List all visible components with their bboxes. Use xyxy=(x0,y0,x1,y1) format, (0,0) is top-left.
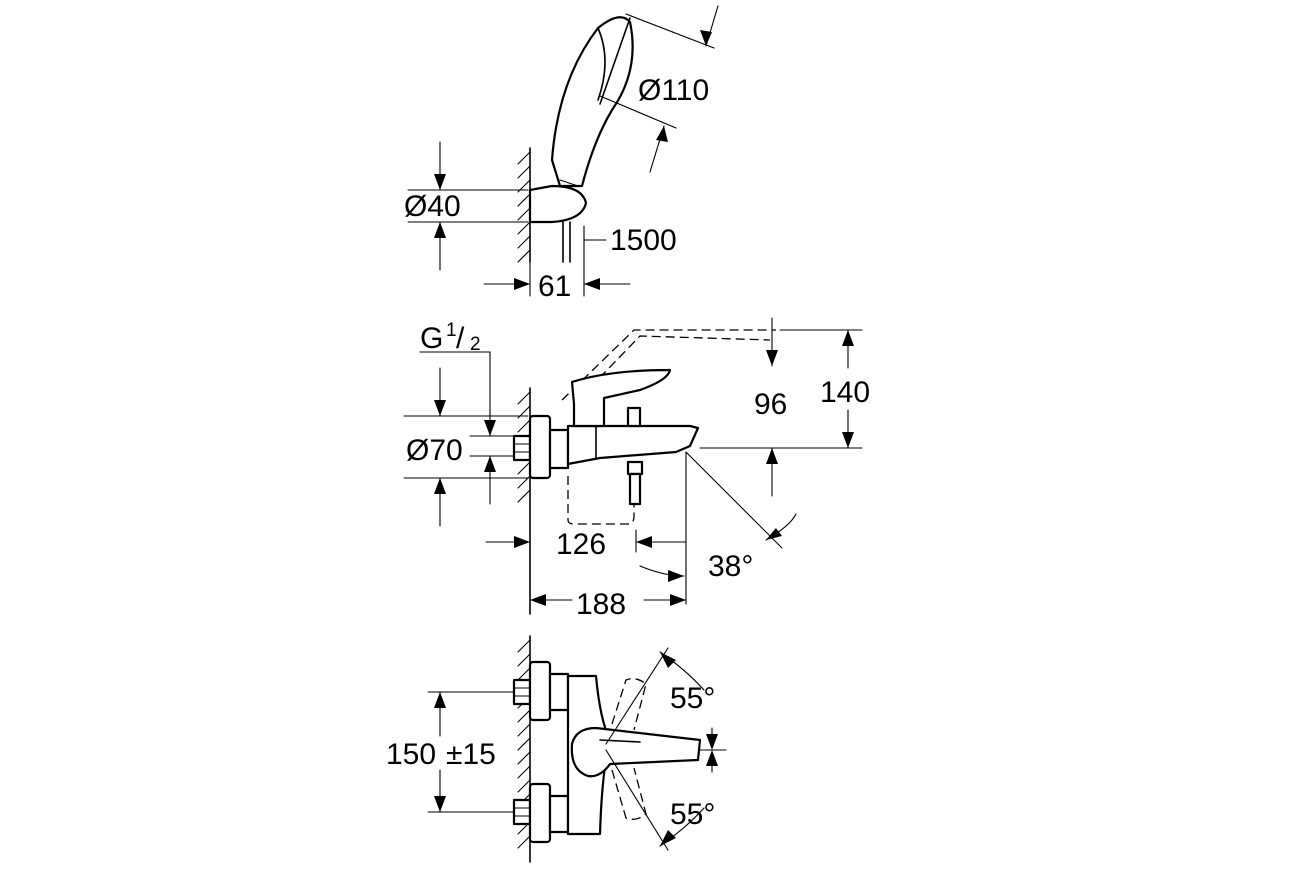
handshower-view: Ø110 Ø40 1500 61 xyxy=(404,5,719,303)
lever-angle-down-label: 55° xyxy=(670,798,715,831)
rosette xyxy=(528,414,552,480)
thread-denominator-label: 2 xyxy=(470,334,481,355)
rosette-diameter-label: Ø70 xyxy=(406,434,463,467)
lever-open-position xyxy=(561,329,776,401)
lever-up-position xyxy=(611,678,647,731)
spout-outlet-distance-label: 126 xyxy=(556,528,606,561)
thread-slash-label: / xyxy=(456,322,465,355)
lower-rosette xyxy=(528,782,552,844)
centre-tolerance-label: ±15 xyxy=(446,738,496,771)
holder-projection-label: 61 xyxy=(538,270,571,303)
thread-g-label: G xyxy=(420,322,443,355)
hose-length-label: 1500 xyxy=(610,224,677,257)
shower-holder xyxy=(528,184,588,224)
wall-hatching-bottom xyxy=(517,639,531,849)
mixer-body xyxy=(566,424,700,466)
hand-shower xyxy=(550,16,634,188)
hose-nut xyxy=(626,460,644,476)
mixer-front-view: 55° 55° 150 ±15 xyxy=(386,635,727,863)
lever-angle-up-label: 55° xyxy=(670,682,715,715)
diverter-knob xyxy=(626,406,642,428)
upper-rosette xyxy=(528,660,552,722)
lever-front xyxy=(570,726,702,778)
holder-diameter-label: Ø40 xyxy=(404,190,461,223)
thread-numerator-label: 1 xyxy=(446,320,457,341)
lever-down-position xyxy=(611,767,647,820)
mixer-side-view: G 1 / 2 Ø70 96 140 xyxy=(403,317,870,621)
eccentric-connector xyxy=(512,434,532,462)
spout-projection-label: 188 xyxy=(576,588,626,621)
wall-hatching-top xyxy=(517,151,531,263)
total-height-label: 140 xyxy=(820,376,870,409)
centre-distance-label: 150 xyxy=(386,738,436,771)
lever-height-label: 96 xyxy=(754,388,787,421)
handshower-diameter-label: Ø110 xyxy=(638,74,709,107)
lever xyxy=(570,368,672,428)
spout-angle-label: 38° xyxy=(708,550,753,583)
upper-connector xyxy=(512,678,532,706)
lower-connector xyxy=(512,798,532,826)
